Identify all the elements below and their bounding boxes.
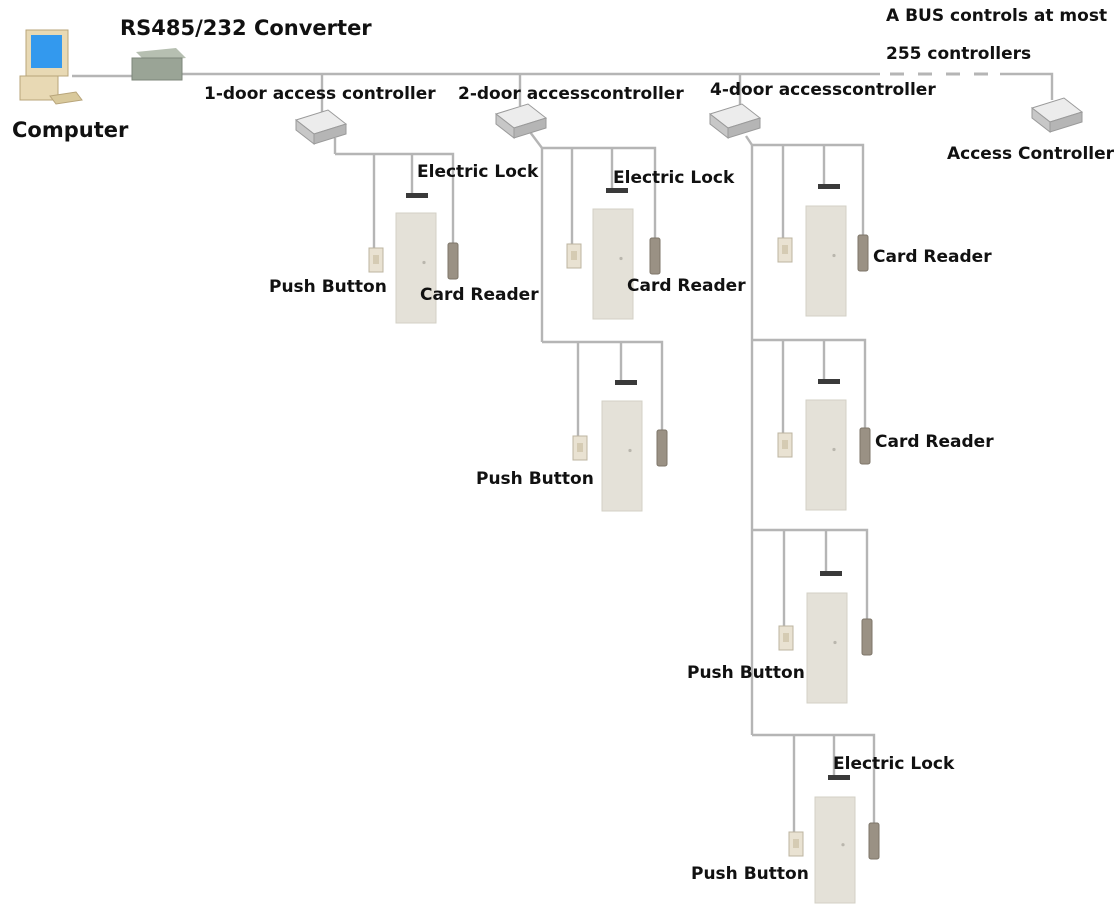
controller-1door-label: 1-door access controller — [204, 84, 436, 104]
wiring — [72, 72, 1054, 832]
converter-label: RS485/232 Converter — [120, 16, 372, 40]
computer-icon — [19, 29, 83, 105]
door-knob — [841, 843, 845, 847]
push-button-label-3: Push Button — [476, 469, 594, 489]
converter-front — [131, 57, 183, 81]
door-icon — [805, 205, 847, 317]
door-knob — [619, 256, 623, 261]
card-reader-label-5: Card Reader — [875, 432, 994, 452]
door-assembly-6 — [778, 571, 873, 704]
card-reader-icon — [649, 237, 661, 275]
push-button-label-7: Push Button — [691, 864, 809, 884]
door-assembly-7 — [788, 775, 880, 904]
door-4-header-wire — [752, 143, 865, 235]
door-assembly-2 — [566, 188, 661, 320]
controller-front — [513, 117, 547, 139]
access-controller-label: Access Controller — [947, 144, 1115, 164]
push-button-face — [571, 251, 577, 260]
electric-lock-label-2: Electric Lock — [613, 168, 735, 188]
card-reader-icon — [868, 822, 880, 860]
controller-1door-icon — [294, 109, 348, 146]
card-reader-label-1: Card Reader — [420, 285, 539, 305]
electric-lock-label-1: Electric Lock — [417, 162, 539, 182]
electric-lock-icon — [818, 379, 840, 384]
push-button-face — [577, 443, 583, 452]
door-3-header-wire — [542, 340, 664, 430]
door-icon — [814, 796, 856, 904]
devices — [19, 29, 1084, 904]
door-icon — [806, 592, 848, 704]
push-button-label-1: Push Button — [269, 277, 387, 297]
electric-lock-icon — [820, 571, 842, 576]
door-knob — [832, 447, 836, 452]
door-icon — [601, 400, 643, 512]
controller-2door-label: 2-door accesscontroller — [458, 84, 684, 104]
bus-note-line2: 255 controllers — [886, 44, 1032, 64]
electric-lock-icon — [818, 184, 840, 189]
card-reader-icon — [447, 242, 459, 280]
door-2-header-wire — [542, 146, 657, 238]
push-button-face — [373, 255, 379, 264]
card-reader-icon — [656, 429, 668, 467]
bus-note-line1: A BUS controls at most — [886, 6, 1108, 26]
door-knob — [832, 253, 836, 258]
card-reader-icon — [861, 618, 873, 656]
monitor-screen — [31, 35, 62, 68]
door-knob — [628, 448, 632, 453]
door-assembly-1 — [368, 193, 459, 324]
push-button-face — [783, 633, 789, 642]
controller-front — [727, 117, 761, 139]
electric-lock-icon — [615, 380, 637, 385]
push-button-face — [782, 440, 788, 449]
door-assembly-3 — [572, 380, 668, 512]
controller-4door-icon — [708, 103, 762, 140]
card-reader-label-2: Card Reader — [627, 276, 746, 296]
link-2door — [529, 131, 543, 149]
card-reader-label-4: Card Reader — [873, 247, 992, 267]
controller-4door-label: 4-door accesscontroller — [710, 80, 936, 100]
door-knob — [833, 640, 837, 645]
door-knob — [422, 260, 426, 265]
door-6-header-wire — [752, 528, 869, 619]
door-assembly-4 — [777, 184, 869, 317]
card-reader-icon — [857, 234, 869, 272]
keyboard — [49, 91, 83, 105]
converter-box-icon — [131, 48, 186, 81]
door-assembly-5 — [777, 379, 871, 511]
link-4door — [745, 135, 753, 146]
electric-lock-icon — [828, 775, 850, 780]
door-icon — [395, 212, 437, 324]
controller-2door-icon — [494, 103, 548, 140]
computer-label: Computer — [12, 118, 129, 142]
access-controller-icon — [1030, 97, 1084, 134]
push-button-face — [793, 839, 799, 848]
controller-front — [1049, 111, 1083, 133]
push-button-label-6: Push Button — [687, 663, 805, 683]
bus-wire-end — [1000, 72, 1054, 100]
card-reader-icon — [859, 427, 871, 465]
electric-lock-icon — [406, 193, 428, 198]
controller-front — [313, 123, 347, 145]
door-icon — [805, 399, 847, 511]
door-5-header-wire — [752, 338, 867, 428]
door-7-header-wire — [752, 733, 876, 823]
electric-lock-label-7: Electric Lock — [833, 754, 955, 774]
electric-lock-icon — [606, 188, 628, 193]
push-button-face — [782, 245, 788, 254]
door-icon — [592, 208, 634, 320]
